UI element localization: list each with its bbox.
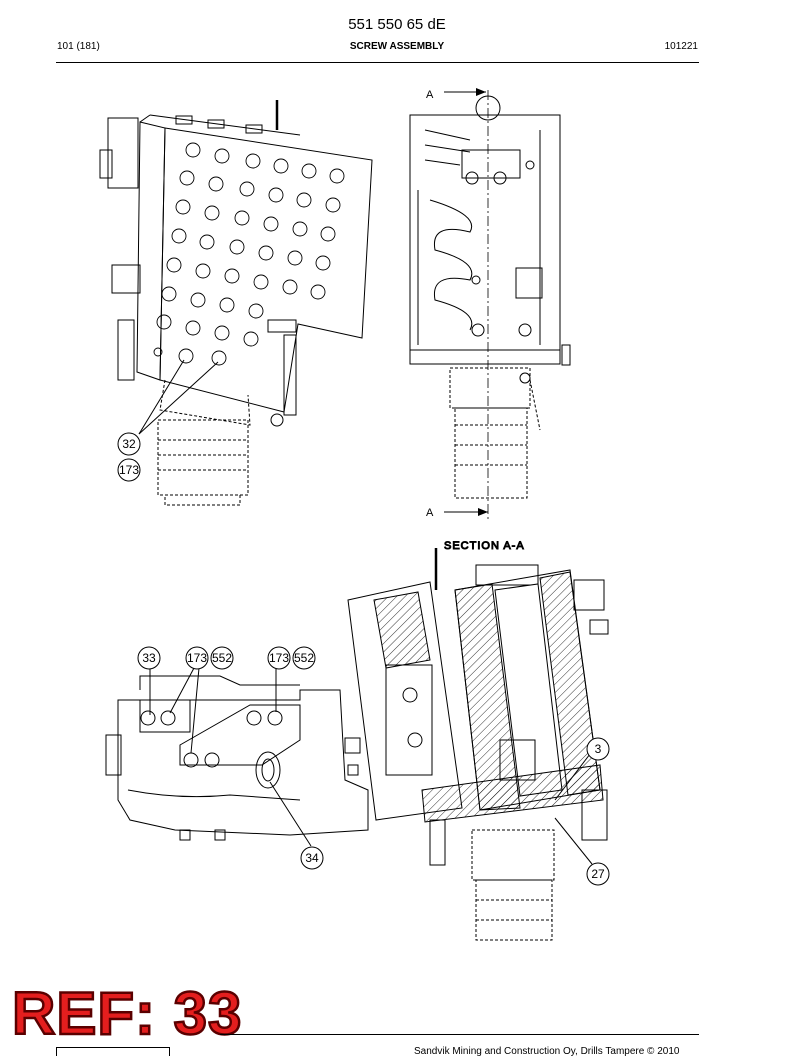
view-front: [105, 675, 369, 841]
callout-label-173: 173: [187, 651, 207, 665]
ref-stamp: REF: 33: [11, 980, 243, 1047]
header-rule: [56, 62, 699, 63]
callouts: [117, 432, 610, 886]
callout-label-27: 27: [591, 867, 605, 881]
callout-3: [586, 737, 610, 761]
callout-label-3: 3: [595, 742, 602, 756]
callout-552: [210, 646, 234, 670]
view-section-a-a: SECTION A-A: [347, 540, 609, 941]
callout-label-32: 32: [122, 437, 136, 451]
brand-logo: [56, 1047, 170, 1056]
leader-lines: [138, 359, 593, 865]
page-number: 101 (181): [57, 41, 100, 52]
view-perforated-housing: [99, 100, 373, 506]
footer-copyright: Sandvik Mining and Construction Oy, Dril…: [414, 1046, 680, 1057]
callout-173: [117, 458, 141, 482]
callout-34: [300, 846, 324, 870]
callout-label-173: 173: [119, 463, 139, 477]
callout-32: [117, 432, 141, 456]
section-marker-bottom: A: [426, 507, 434, 519]
callout-label-33: 33: [142, 651, 156, 665]
drawing-code: 101221: [664, 41, 698, 52]
view-side-elevation: [409, 90, 571, 520]
callout-27: [586, 862, 610, 886]
page-title: SCREW ASSEMBLY: [349, 41, 445, 52]
section-arrow-bottom: A: [426, 507, 488, 519]
section-arrow-top: A: [426, 88, 486, 101]
callout-33: [137, 646, 161, 670]
callout-173: [267, 646, 291, 670]
section-marker-top: A: [426, 89, 434, 101]
callout-label-552: 552: [294, 651, 314, 665]
section-title: SECTION A-A: [444, 540, 525, 552]
footer-rule: [220, 1034, 699, 1035]
callout-552: [292, 646, 316, 670]
callout-label-34: 34: [305, 851, 319, 865]
callout-labels: 32 173 33 173 552 173 552 34 3 27: [119, 437, 605, 881]
callout-label-552: 552: [212, 651, 232, 665]
callout-label-173: 173: [269, 651, 289, 665]
callout-173: [185, 646, 209, 670]
document-number: 551 550 65 dE: [348, 16, 446, 33]
